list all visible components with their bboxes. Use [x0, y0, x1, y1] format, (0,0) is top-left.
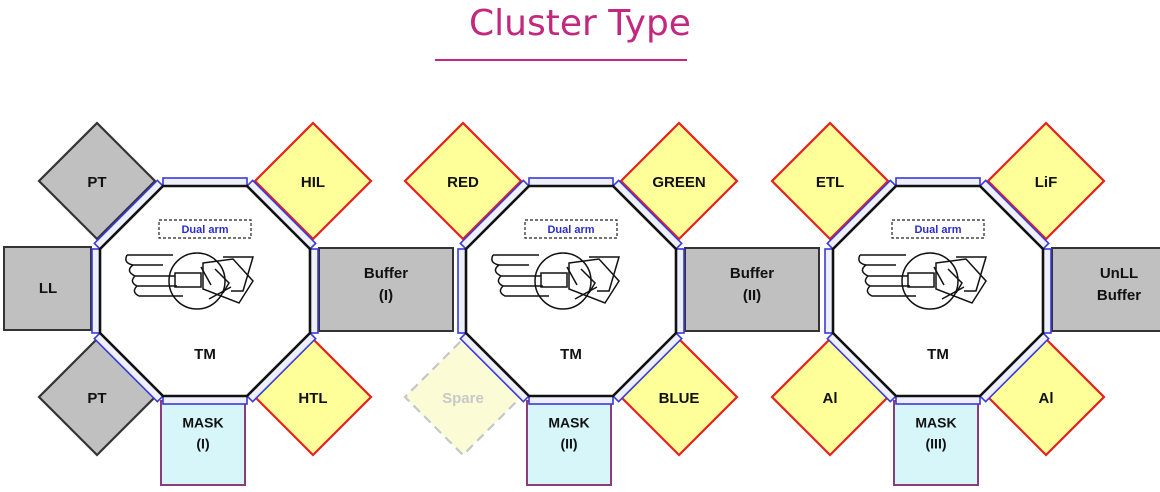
- tm-label: TM: [927, 346, 949, 363]
- module-right: UnLL Buffer: [1051, 247, 1160, 332]
- module-label: BLUE: [659, 390, 700, 407]
- module-bottom-mask: MASK (II): [526, 400, 612, 486]
- module-top-right: GREEN: [619, 121, 739, 241]
- side-module-label: (II): [743, 287, 761, 304]
- robot-arm-icon: [491, 252, 621, 310]
- mask-box: [893, 400, 979, 486]
- side-module-box: [318, 247, 454, 332]
- module-label: LiF: [1035, 174, 1058, 191]
- dual-arm-box: [891, 219, 985, 239]
- module-top-right: LiF: [986, 121, 1106, 241]
- module-label: GREEN: [652, 174, 705, 191]
- side-module-box: [3, 246, 92, 331]
- side-module-label: Buffer: [730, 265, 774, 282]
- tm-label: TM: [560, 346, 582, 363]
- transfer-module-octagon: [98, 184, 312, 398]
- robot-arm-icon: [858, 252, 988, 310]
- mask-label: MASK: [182, 415, 223, 431]
- mask-label: MASK: [548, 415, 589, 431]
- side-module-label: Buffer: [1097, 287, 1141, 304]
- tm-label: TM: [194, 346, 216, 363]
- diamond-shape: [37, 121, 157, 241]
- mask-label: MASK: [915, 415, 956, 431]
- module-label: HIL: [301, 174, 325, 191]
- mask-box: [526, 400, 612, 486]
- module-label: RED: [447, 174, 479, 191]
- dual-arm-label: Dual arm: [914, 224, 961, 236]
- module-right: Buffer (I): [318, 247, 454, 332]
- module-top-left: PT: [37, 121, 157, 241]
- dual-arm-label: Dual arm: [181, 224, 228, 236]
- module-top-left: RED: [403, 121, 523, 241]
- module-label: HTL: [298, 390, 327, 407]
- cluster-2: RED GREEN Spare BLUE Buffer (II) MASK (II) Dual …: [403, 121, 820, 486]
- mask-label: (I): [196, 436, 209, 452]
- diamond-shape: [986, 121, 1106, 241]
- transfer-module-octagon: [831, 184, 1045, 398]
- mask-box: [160, 400, 246, 486]
- page-title: Cluster Type: [469, 3, 691, 44]
- diamond-shape: [253, 121, 373, 241]
- module-label: Al: [823, 390, 838, 407]
- module-bottom-mask: MASK (III): [893, 400, 979, 486]
- diamond-shape: [770, 121, 890, 241]
- module-top-right: HIL: [253, 121, 373, 241]
- side-module-box: [684, 247, 820, 332]
- side-module-label: UnLL: [1100, 265, 1138, 282]
- side-module-label: LL: [39, 280, 57, 297]
- module-label: ETL: [816, 174, 844, 191]
- transfer-module-octagon: [464, 184, 678, 398]
- title-block: Cluster Type: [0, 0, 1160, 70]
- robot-arm-icon: [125, 252, 255, 310]
- dual-arm-box: [524, 219, 618, 239]
- diamond-shape: [403, 121, 523, 241]
- mask-label: (III): [926, 436, 947, 452]
- module-top-left: ETL: [770, 121, 890, 241]
- dual-arm-box: [158, 219, 252, 239]
- side-module-label: Buffer: [364, 265, 408, 282]
- title-underline: [435, 59, 687, 61]
- module-label: Al: [1039, 390, 1054, 407]
- mask-label: (II): [560, 436, 577, 452]
- diamond-shape: [619, 121, 739, 241]
- module-bottom-mask: MASK (I): [160, 400, 246, 486]
- module-left: LL: [3, 246, 92, 331]
- dual-arm-label: Dual arm: [547, 224, 594, 236]
- module-label: PT: [87, 390, 106, 407]
- side-module-box: [1051, 247, 1160, 332]
- module-label: PT: [87, 174, 106, 191]
- module-right: Buffer (II): [684, 247, 820, 332]
- module-label: Spare: [442, 390, 484, 407]
- side-module-label: (I): [379, 287, 393, 304]
